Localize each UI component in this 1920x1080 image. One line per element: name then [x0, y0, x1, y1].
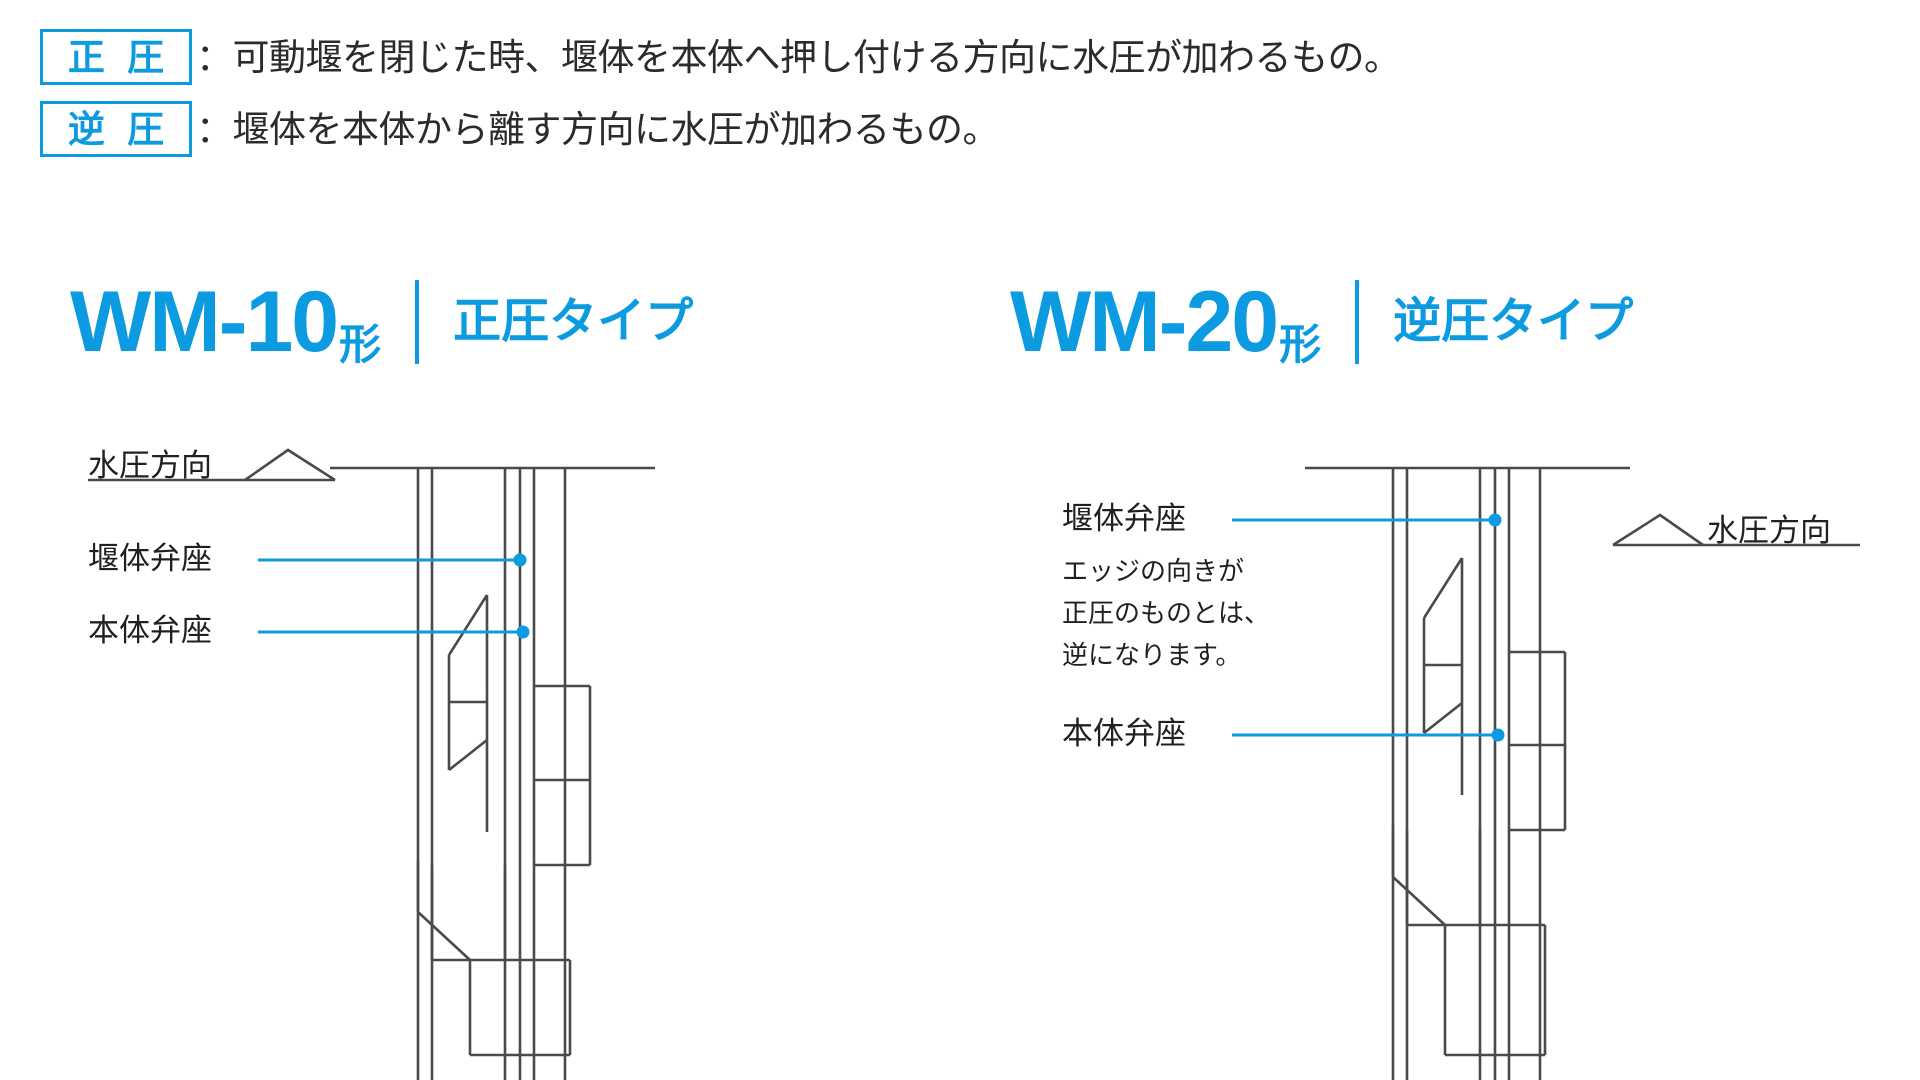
note-line-3-wm20: 逆になります。 [1062, 640, 1242, 670]
wedge-diag [1423, 701, 1463, 735]
callout-label-body-seat-wm10: 本体弁座 [88, 613, 212, 648]
pressure-arrow-head [244, 448, 336, 482]
toe-bevel [1392, 876, 1446, 926]
callout-label-gate-seat-wm10: 堰体弁座 [88, 541, 212, 576]
toe-bevel [417, 911, 471, 961]
titles-row: WM-10 形 正圧タイプ WM-20 形 逆圧タイプ [0, 272, 1920, 382]
model-name-wm10: WM-10 [70, 274, 339, 370]
leader-dot-body-seat [1491, 728, 1505, 742]
technical-drawing-svg: .ln { stroke:#4a4a4a; stroke-width:2.6; … [88, 448, 1860, 1080]
title-group-wm10: WM-10 形 正圧タイプ [70, 272, 693, 372]
note-line-2-wm20: 正圧のものとは、 [1062, 598, 1271, 628]
type-label-wm20: 逆圧タイプ [1393, 295, 1634, 348]
model-name-wm20: WM-20 [1010, 274, 1279, 370]
seat-edge-bevel [447, 594, 489, 656]
leader-dot-gate-seat [1488, 513, 1502, 527]
callout-label-gate-seat-wm20: 堰体弁座 [1062, 501, 1186, 536]
legend-text-reverse-pressure: ：堰体を本体から離す方向に水圧が加わるもの。 [196, 108, 1000, 150]
title-group-wm20: WM-20 形 逆圧タイプ [1010, 272, 1633, 372]
callout-label-body-seat-wm20: 本体弁座 [1062, 716, 1186, 751]
legend-block: 正 圧 ：可動堰を閉じた時、堰体を本体へ押し付ける方向に水圧が加わるもの。 逆 … [40, 26, 1880, 170]
title-divider [1355, 280, 1360, 364]
diagram-wm20 [1232, 466, 1860, 1080]
wedge-diag [448, 738, 488, 772]
legend-row: 逆 圧 ：堰体を本体から離す方向に水圧が加わるもの。 [40, 98, 1880, 160]
leader-dot-body-seat [516, 625, 530, 639]
diagram-wm10 [88, 448, 655, 1080]
note-line-1-wm20: エッジの向きが [1062, 556, 1245, 586]
type-label-wm10: 正圧タイプ [453, 295, 694, 348]
pressure-direction-label-wm20: 水圧方向 [1707, 513, 1831, 548]
model-suffix-wm10: 形 [339, 321, 382, 368]
title-divider [415, 280, 420, 364]
pressure-arrow-head [1612, 513, 1704, 547]
legend-text-positive-pressure: ：可動堰を閉じた時、堰体を本体へ押し付ける方向に水圧が加わるもの。 [196, 36, 1401, 78]
seat-edge-bevel [1422, 557, 1464, 619]
pressure-direction-label-wm10: 水圧方向 [88, 448, 212, 483]
leader-dot-gate-seat [513, 553, 527, 567]
legend-chip-reverse-pressure: 逆 圧 [40, 101, 192, 157]
diagram-canvas: .ln { stroke:#4a4a4a; stroke-width:2.6; … [0, 440, 1920, 1080]
legend-chip-positive-pressure: 正 圧 [40, 29, 192, 85]
legend-row: 正 圧 ：可動堰を閉じた時、堰体を本体へ押し付ける方向に水圧が加わるもの。 [40, 26, 1880, 88]
model-suffix-wm20: 形 [1279, 321, 1322, 368]
